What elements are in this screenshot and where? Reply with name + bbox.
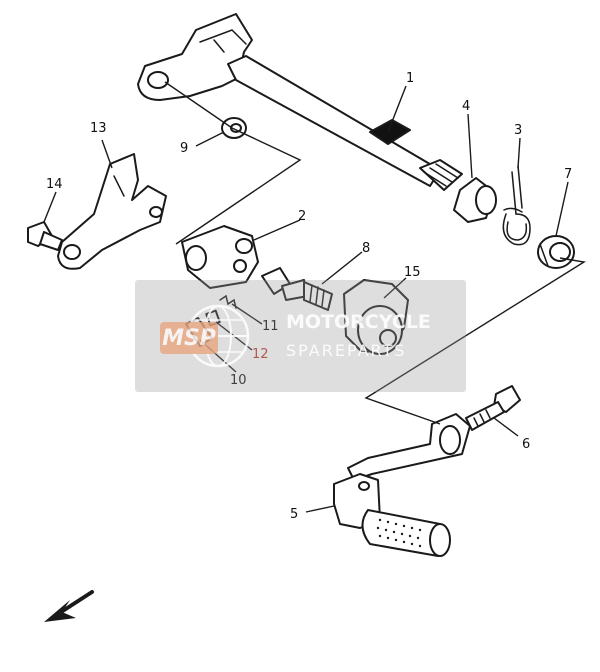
watermark-line2: SPAREPARTS	[286, 341, 406, 360]
callout-7: 7	[564, 167, 572, 182]
pawl-spring[interactable]	[219, 294, 237, 309]
shift-shaft[interactable]	[137, 13, 463, 191]
shift-pedal[interactable]	[333, 413, 471, 557]
callout-5: 5	[290, 507, 298, 522]
callout-1: 1	[406, 71, 414, 86]
callout-13: 13	[90, 121, 107, 136]
callout-2: 2	[298, 209, 306, 224]
callout-10: 10	[230, 373, 247, 388]
watermark-line1: MOTORCYCLE	[286, 311, 431, 333]
callout-8: 8	[362, 241, 370, 256]
callout-4: 4	[462, 99, 470, 114]
collar[interactable]	[453, 177, 497, 223]
stopper-lever[interactable]	[57, 153, 167, 270]
callout-11: 11	[262, 319, 279, 334]
callout-14: 14	[46, 177, 63, 192]
callout-9: 9	[180, 141, 188, 156]
stopper-roller[interactable]	[343, 279, 409, 355]
oil-seal[interactable]	[537, 235, 575, 269]
assembly-guide-lines	[164, 81, 586, 425]
washer[interactable]	[221, 117, 247, 139]
callout-12: 12	[252, 347, 269, 362]
pedal-bolt[interactable]	[465, 385, 521, 431]
watermark: MSP MOTORCYCLE SPAREPARTS	[135, 280, 466, 392]
pedal-grip-texture	[376, 518, 422, 548]
callout-15: 15	[404, 265, 421, 280]
shift-segment[interactable]	[181, 225, 259, 289]
callout-6: 6	[522, 437, 530, 452]
stopper-bolt[interactable]	[261, 267, 333, 311]
callout-3: 3	[514, 123, 522, 138]
lever-bolt[interactable]	[27, 221, 63, 251]
torsion-spring[interactable]	[502, 165, 531, 246]
watermark-banner	[135, 280, 466, 392]
msp-globe-logo: MSP	[160, 304, 250, 368]
watermark-badge: MSP	[162, 326, 216, 351]
callout-numbers: 1 2 3 4 5 6 7 8 9 10 11 12 13 14 15	[46, 71, 572, 522]
front-direction-arrow-icon	[44, 590, 94, 622]
